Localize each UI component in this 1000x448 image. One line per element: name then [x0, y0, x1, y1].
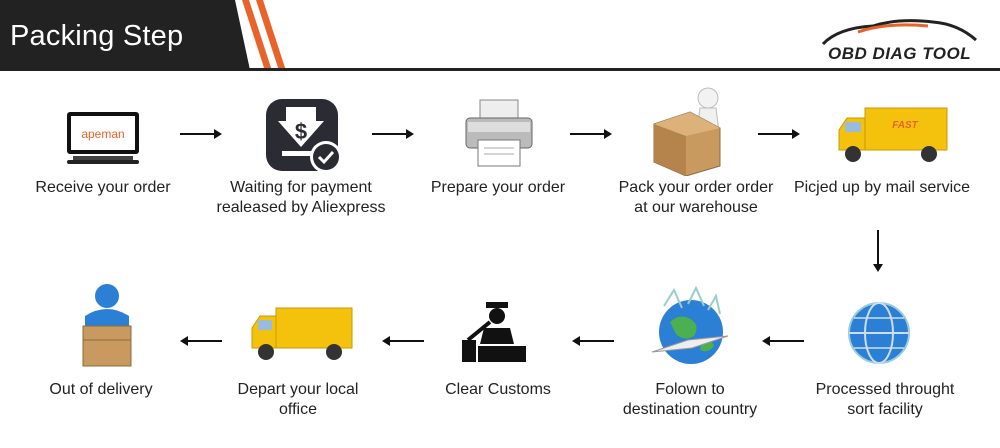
- step-label: Pack your order order at our warehouse: [596, 178, 796, 218]
- truck-text: FAST: [892, 120, 918, 131]
- logo-text: OBD DIAG TOOL: [828, 44, 972, 63]
- title-bar: [0, 0, 250, 70]
- arrow-right-icon: [372, 129, 414, 139]
- arrow-right-icon: [570, 129, 612, 139]
- step-label: Prepare your order: [398, 178, 598, 198]
- sort-globe-icon: [848, 302, 910, 364]
- step-label: Processed throught sort facility: [785, 380, 985, 420]
- header: Packing Step OBD DIAG TOOL: [0, 0, 1000, 72]
- truck-icon: [251, 307, 353, 360]
- svg-text:$: $: [295, 119, 307, 144]
- arrow-left-icon: [572, 336, 614, 346]
- step-label: Clear Customs: [398, 380, 598, 400]
- label-line: at our warehouse: [634, 199, 758, 216]
- label-line: Receive your order: [35, 179, 171, 196]
- screen-brand-text: apeman: [81, 127, 124, 141]
- label-line: Picjed up by mail service: [793, 179, 971, 196]
- arrow-right-icon: [180, 129, 222, 139]
- label-line: realeased by Aliexpress: [216, 199, 386, 216]
- arrow-right-icon: [758, 129, 800, 139]
- step-label: Waiting for payment realeased by Aliexpr…: [201, 178, 401, 218]
- arrow-down-icon: [873, 230, 883, 272]
- globe-plane-icon: [651, 286, 729, 364]
- label-line: Prepare your order: [430, 179, 566, 196]
- step-label: Folown to destination country: [590, 380, 790, 420]
- label-line: Processed throught: [815, 381, 955, 398]
- arrow-left-icon: [382, 336, 424, 346]
- label-line: Pack your order order: [618, 179, 774, 196]
- label-line: Out of delivery: [49, 381, 153, 398]
- box-person-icon: [653, 87, 721, 176]
- label-line: Waiting for payment: [230, 179, 372, 196]
- label-line: destination country: [622, 401, 758, 418]
- header-rule: [0, 68, 1000, 71]
- label-line: Folown to: [655, 381, 725, 398]
- dollar-badge-icon: $: [266, 99, 342, 173]
- monitor-icon: apeman: [67, 112, 139, 164]
- page-title: Packing Step: [10, 20, 184, 52]
- car-outline-icon: [821, 19, 977, 46]
- brand-logo: OBD DIAG TOOL: [818, 18, 988, 68]
- step-label: Receive your order: [3, 178, 203, 198]
- step-label: Out of delivery: [1, 380, 201, 400]
- arrow-left-icon: [762, 336, 804, 346]
- arrow-left-icon: [180, 336, 222, 346]
- delivery-truck-icon: FAST: [838, 107, 948, 162]
- printer-icon: [465, 99, 533, 167]
- label-line: sort facility: [847, 401, 923, 418]
- customs-officer-icon: [462, 302, 526, 362]
- label-line: Clear Customs: [445, 381, 551, 398]
- step-label: Picjed up by mail service: [782, 178, 982, 198]
- courier-icon: [82, 284, 132, 367]
- label-line: office: [279, 401, 317, 418]
- label-line: Depart your local: [237, 381, 359, 398]
- step-label: Depart your local office: [198, 380, 398, 420]
